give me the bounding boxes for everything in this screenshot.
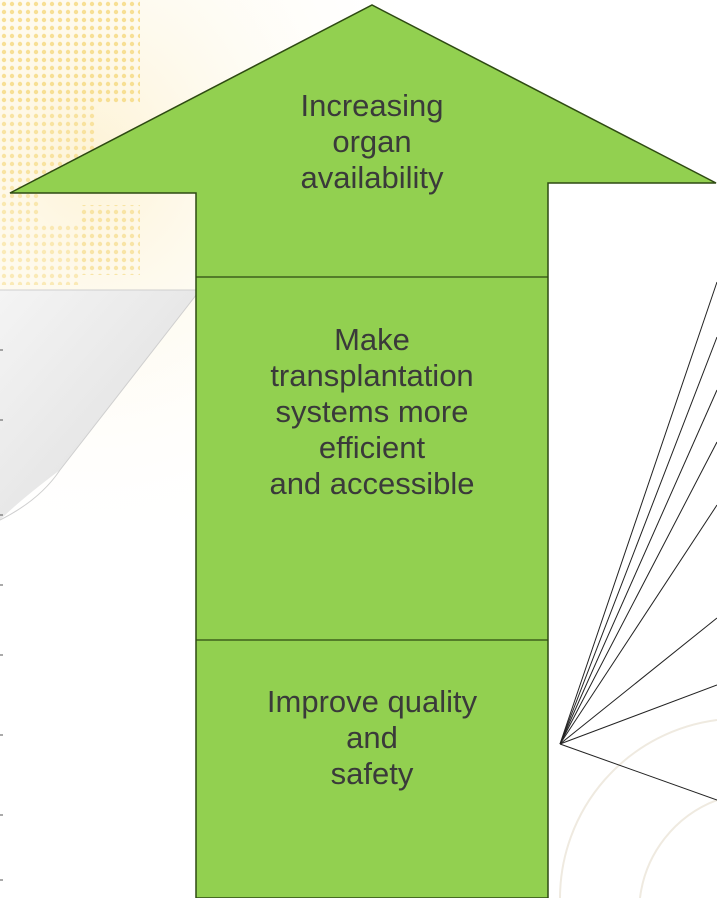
page-curl-decoration bbox=[0, 289, 202, 521]
left-edge-ticks bbox=[0, 349, 3, 881]
section-label-organ-availability: Increasing organ availability bbox=[300, 88, 444, 195]
section-label-quality-safety: Improve quality and safety bbox=[266, 684, 478, 791]
section-label-transplantation-systems: Make transplantation systems more effici… bbox=[269, 322, 475, 501]
background-arcs bbox=[559, 719, 717, 898]
connector-fan-lines bbox=[559, 281, 717, 801]
up-arrow-shape bbox=[9, 4, 717, 898]
